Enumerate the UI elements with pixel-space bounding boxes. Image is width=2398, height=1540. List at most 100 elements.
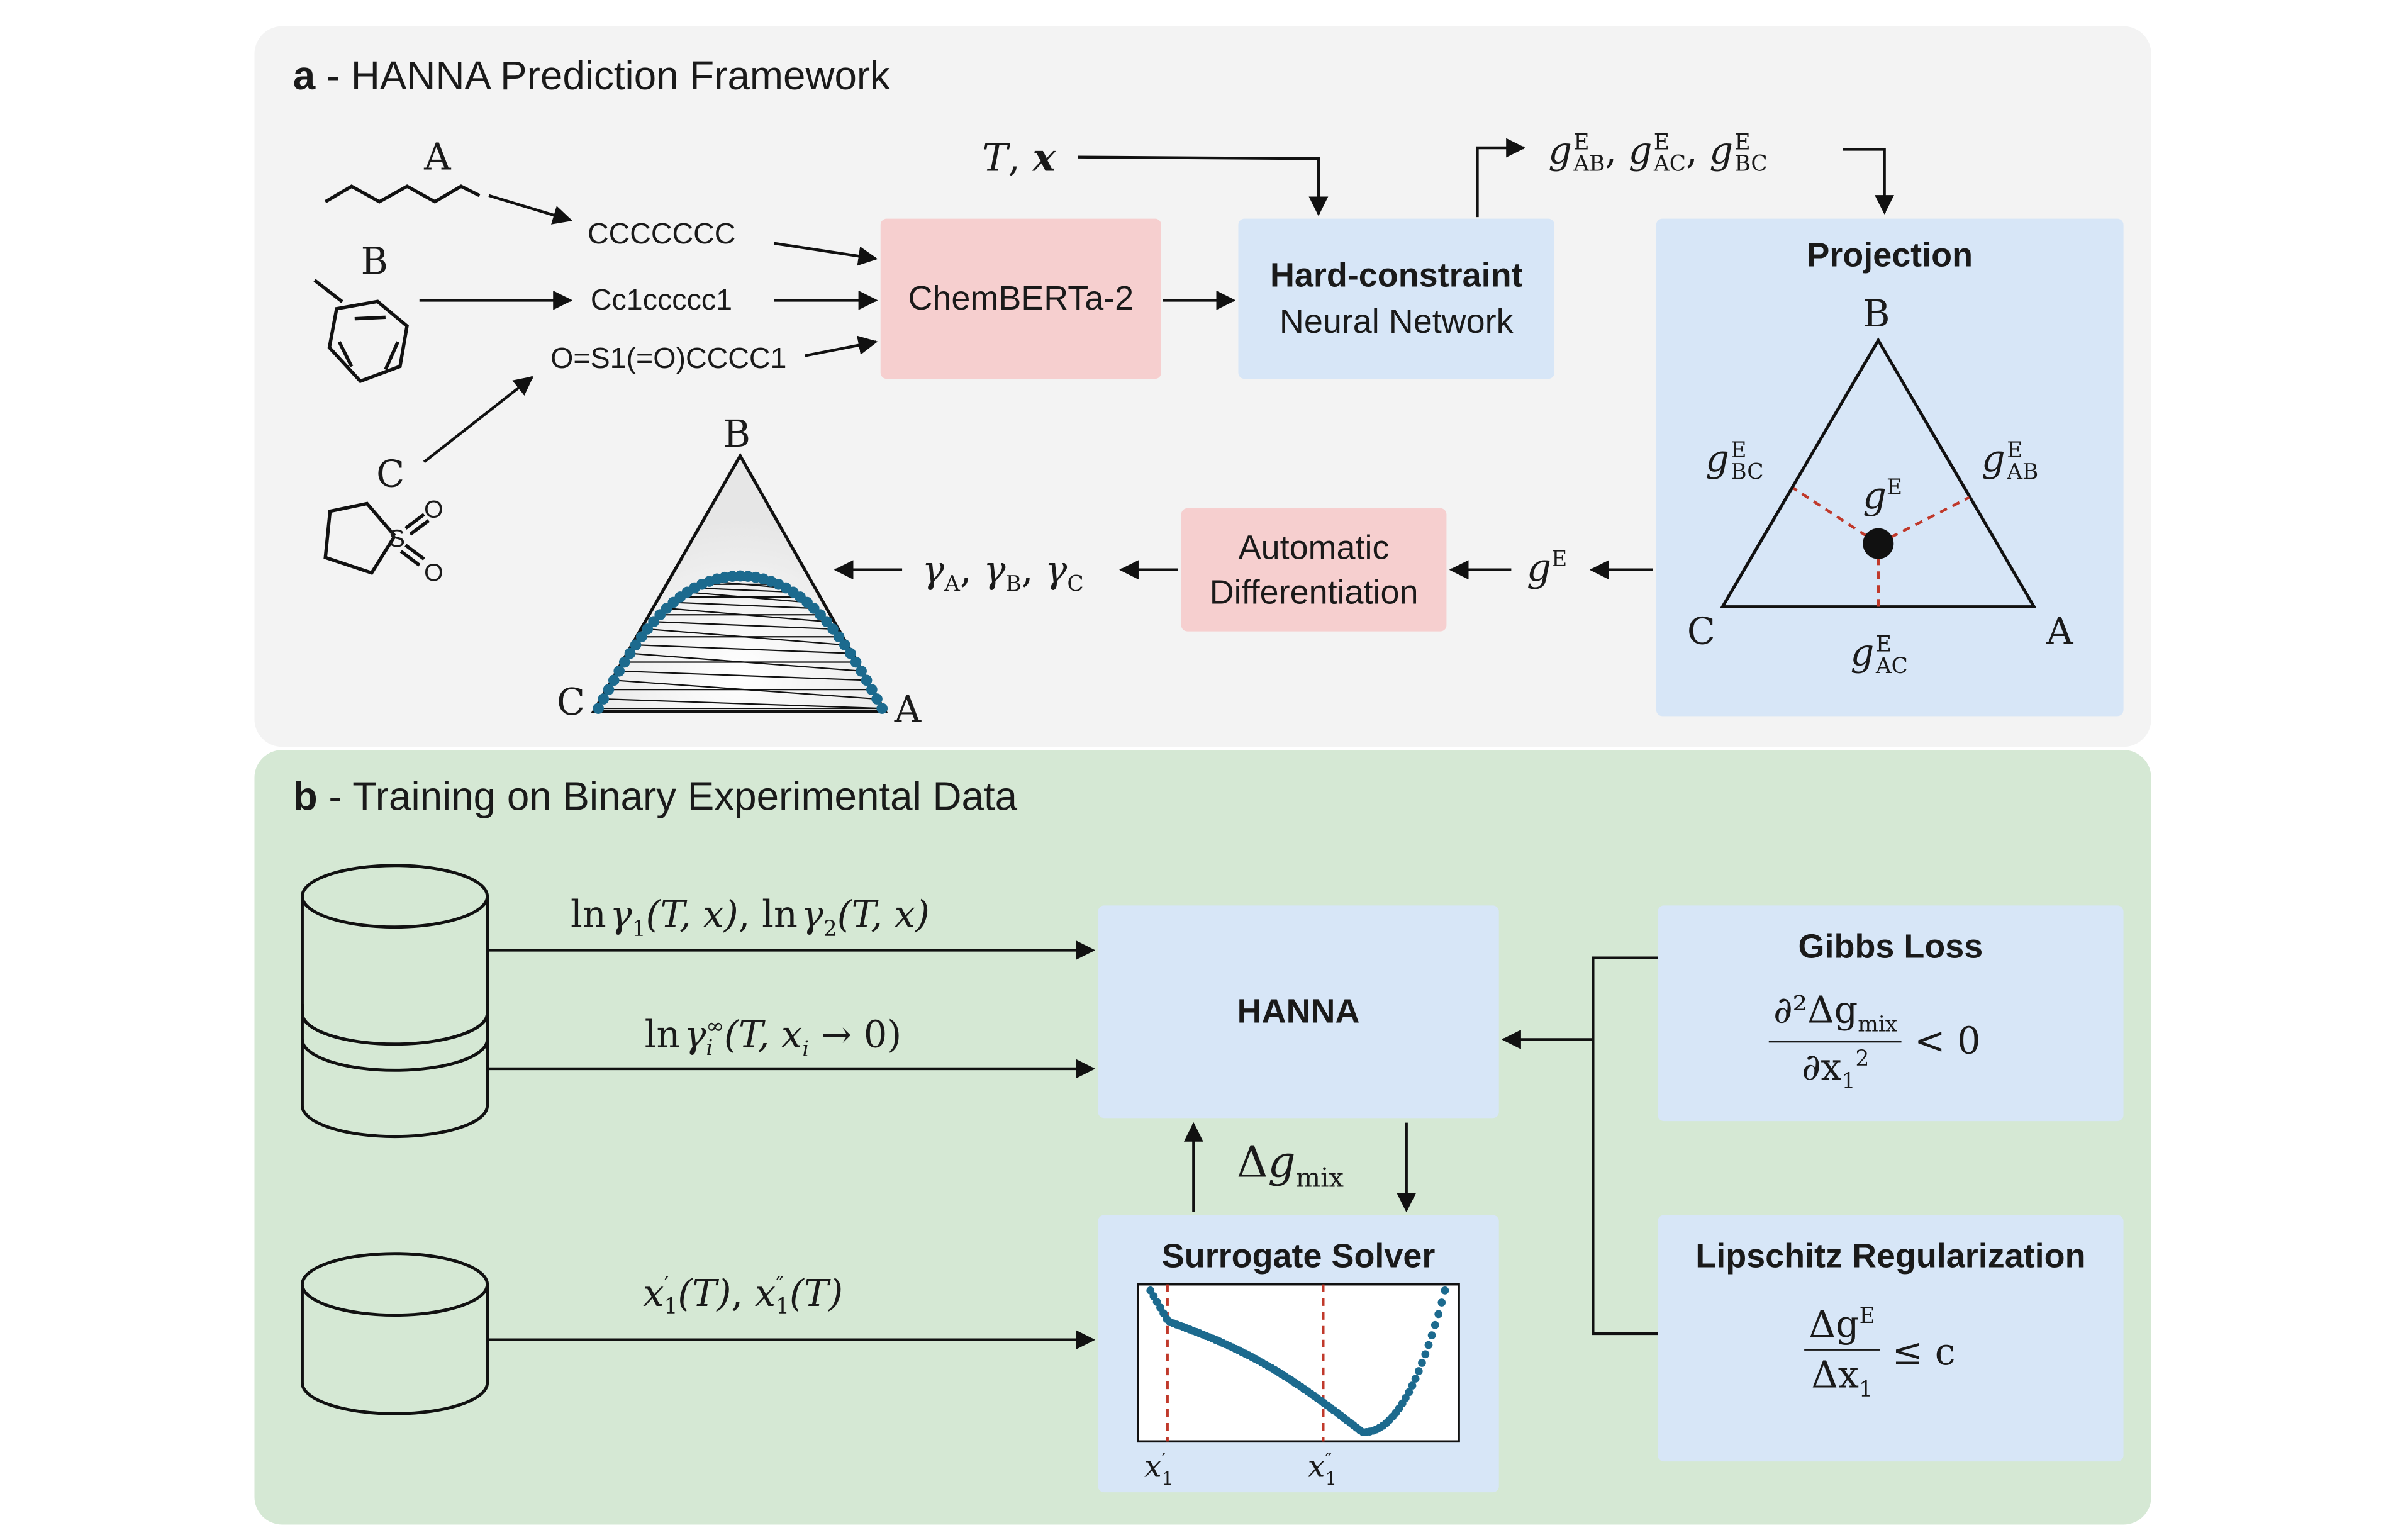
lipschitz-box: Lipschitz Regularization [1658,1215,2124,1462]
input-t: T [982,135,1008,181]
st-x1-sub: 1 [1161,1466,1174,1488]
vle-gamma-2: γ [801,893,823,937]
act-ln: ln [644,1013,681,1057]
smiles-b: Cc1ccccc1 [590,284,733,318]
proj-g-center-g: g [1863,474,1887,518]
panel-b-title-text: - Training on Binary Experimental Data [317,773,1018,820]
lle-x1-prime: ′ [664,1273,669,1298]
g-ac-sup: E [1653,130,1670,155]
act-args: (T, x [724,1013,803,1057]
ternary-vertex-a: A [894,688,922,732]
proj-g-ab-sup: E [2007,438,2023,463]
ge-output-sup: E [1551,547,1568,572]
proj-g-center-sup: E [1886,476,1903,501]
surrogate-title: Surrogate Solver [1161,1236,1436,1275]
delta-g-mix-label: Δgmix [1237,1137,1344,1195]
act-label: ACT [357,1074,426,1113]
lipschitz-relation: ≤ c [1892,1331,1956,1375]
proj-g-ac-sup: E [1875,632,1892,657]
component-a-label: A [424,135,451,179]
chemberta-label: ChemBERTa-2 [908,279,1134,318]
hanna-box: HANNA [1098,905,1499,1119]
lle-x2: x [754,1272,776,1315]
gibbs-loss-title: Gibbs Loss [1798,927,1983,966]
panel-b-letter: b [293,773,318,820]
gamma-c: γ [1045,548,1068,592]
act-arrow-label: ln γ∞i(T, xi → 0) [645,1013,902,1063]
autodiff-box: Automatic Differentiation [1181,508,1447,632]
gibbs-loss-box: Gibbs Loss [1658,905,2124,1122]
gamma-b-sub: B [1005,572,1022,598]
act-xi-sub: i [802,1037,810,1063]
vle-gamma-1: γ [610,893,632,937]
input-x: x [1032,135,1056,181]
lle-x2-sub: 1 [776,1294,789,1319]
panel-a-title: a - HANNA Prediction Framework [293,52,890,100]
ge-output-g: g [1526,545,1552,590]
hcnn-box: Hard-constraint Neural Network [1238,218,1555,379]
smiles-c: O=S1(=O)CCCC1 [550,343,787,376]
gamma-b: γ [983,548,1006,592]
lle-x1: x [643,1272,664,1315]
act-gamma-sup: ∞ [706,1014,725,1039]
st-x1-prime: ′ [1161,1448,1166,1470]
proj-g-bc-sup: E [1731,438,1747,463]
panel-a-letter: a [293,52,316,99]
lle-x2-prime: ″ [776,1273,784,1298]
lipschitz-num-sup: E [1859,1304,1875,1329]
st-x1: x [1144,1448,1162,1485]
component-b-label: B [360,240,388,284]
autodiff-label-line1: Automatic [1238,527,1390,566]
g-ac-symbol: g [1628,129,1653,173]
lipschitz-title: Lipschitz Regularization [1695,1236,2086,1275]
vle-ln-2: ln [762,893,798,937]
lipschitz-num: Δg [1809,1303,1860,1346]
st-x2-sub: 1 [1325,1466,1337,1488]
g-ab-symbol: g [1548,129,1572,173]
projection-vertex-a: A [2046,610,2073,653]
lle-args-2: (T) [789,1272,844,1315]
projection-title: Projection [1807,235,1973,274]
chemberta-box: ChemBERTa-2 [880,218,1161,379]
autodiff-label-line2: Differentiation [1209,572,1419,611]
projection-vertex-c: C [1687,610,1715,653]
gibbs-den-sub: 1 [1841,1069,1856,1095]
projection-g-center: gE [1863,474,1902,518]
smiles-a: CCCCCCC [587,218,736,252]
hcnn-label-line1: Hard-constraint [1269,255,1523,294]
proj-g-ac-sub: AC [1875,654,1908,679]
lle-args-1: (T) [678,1272,732,1315]
delta-g-sub: mix [1295,1163,1344,1195]
panel-a-title-text: - HANNA Prediction Framework [315,52,891,99]
lipschitz-formula: ΔgE Δx1 ≤ c [1804,1303,1956,1403]
activity-coefficients: γA, γB, γC [922,548,1084,598]
act-gamma-sub: i [706,1035,713,1061]
gamma-c-sub: C [1067,572,1084,598]
gamma-a: γ [922,548,945,592]
g-ab-sup: E [1573,130,1590,155]
gibbs-relation: < 0 [1914,1020,1981,1063]
proj-g-bc-sub: BC [1731,459,1764,484]
gibbs-num: ∂²Δg [1773,988,1858,1032]
lipschitz-den: Δx [1811,1353,1860,1397]
lle-x1-sub: 1 [664,1294,678,1319]
g-bc-sup: E [1734,130,1751,155]
hanna-label: HANNA [1237,991,1360,1030]
hcnn-label-line2: Neural Network [1279,301,1514,341]
proj-g-bc-g: g [1705,437,1729,481]
gamma-a-sub: A [944,572,960,598]
lipschitz-den-sub: 1 [1859,1378,1873,1403]
vle-args-1: (T, x) [645,893,739,937]
st-x2: x [1307,1448,1325,1485]
vle-gamma-1-sub: 1 [632,917,646,942]
lle-label: LLE [360,1353,421,1392]
vle-label: VLE [359,967,424,1006]
vle-gamma-2-sub: 2 [823,917,837,942]
proj-g-ab-sub: AB [2007,459,2039,484]
delta-symbol: Δ [1237,1136,1268,1188]
g-ac-sub: AC [1653,152,1686,177]
ternary-vertex-b: B [723,413,750,456]
